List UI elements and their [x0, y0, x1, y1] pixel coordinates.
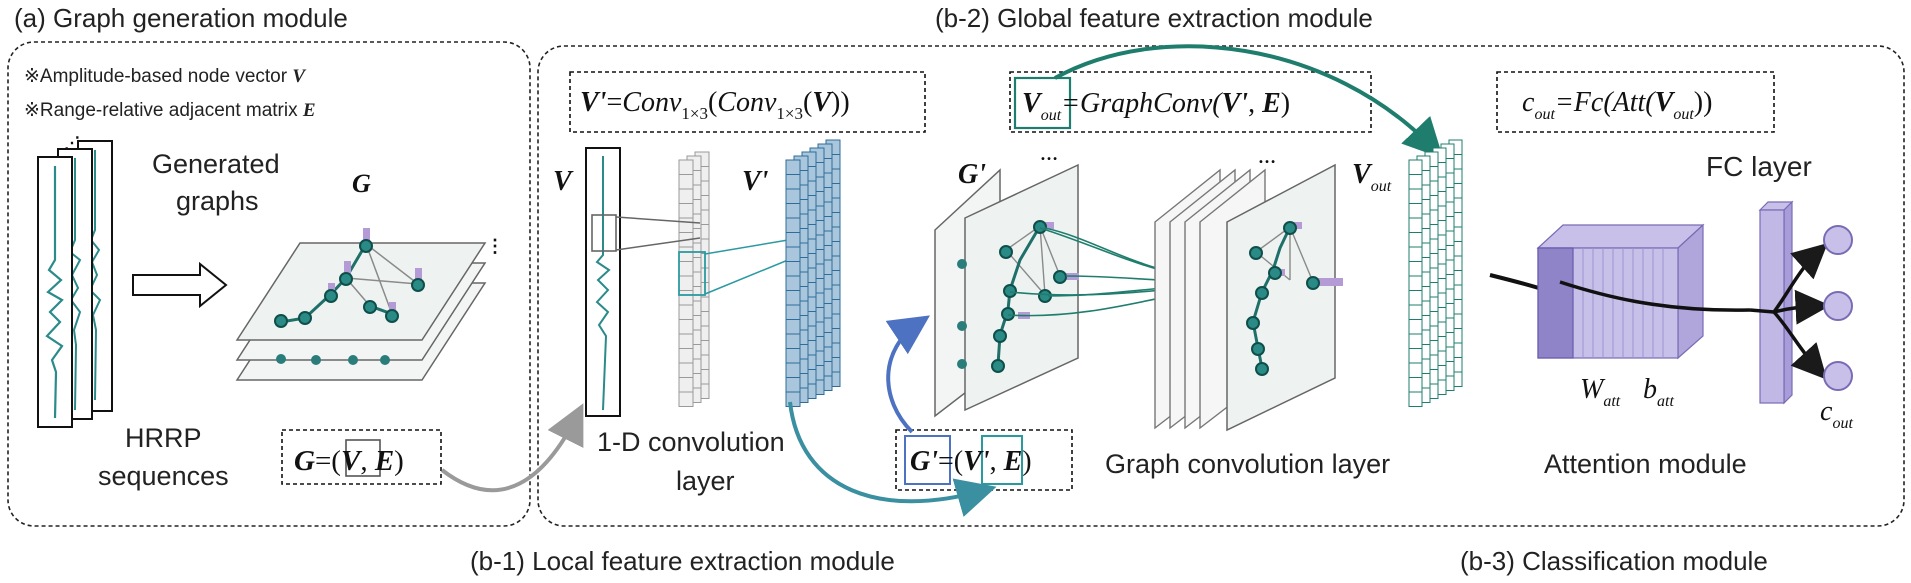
attention-module-label: Attention module [1544, 449, 1747, 479]
vout-label: Vout [1352, 159, 1392, 195]
vout-arrow [1054, 44, 1444, 159]
graph-gprime-label: G' [958, 159, 986, 190]
fc-layer-label: FC layer [1706, 151, 1812, 182]
graph-formula-box [281, 429, 442, 485]
graphconv-formula: Vout=GraphConv(V', E) [1022, 88, 1290, 124]
gprime-arrow [885, 315, 930, 434]
conv-formula: V'=Conv1×3(Conv1×3(V)) [580, 87, 850, 123]
graph-formula: G=(V, E) [294, 445, 404, 477]
svg-text:…: … [1258, 147, 1276, 167]
feature-vprime-label: V' [742, 166, 769, 197]
generated-graph-planes: ⋮ [235, 228, 504, 381]
vout-feature-map [1408, 139, 1463, 407]
module-b-frame [537, 45, 1905, 527]
output-neurons [1823, 225, 1853, 391]
conv-output-gray-map [678, 151, 710, 407]
graph-to-node-vector-arrow [440, 403, 584, 493]
section-b1-title: (b-1) Local feature extraction module [470, 546, 895, 576]
graph-conv-output-planes [1154, 163, 1343, 432]
node-vector-v-label: V [553, 166, 574, 197]
module-a-frame [7, 41, 531, 527]
conv-layer-line1: 1-D convolution [597, 427, 785, 457]
attention-bias-label: batt [1643, 374, 1674, 410]
graph-conv-layer-label: Graph convolution layer [1105, 449, 1390, 479]
gprime-formula: G'=(V', E) [910, 446, 1032, 477]
section-b2-title: (b-2) Global feature extraction module [935, 3, 1373, 33]
conv-kernel-window-2 [678, 251, 706, 296]
conv-kernel-window [591, 214, 617, 252]
conv-layer-line2: layer [676, 466, 735, 496]
section-a-title: (a) Graph generation module [14, 3, 348, 33]
attention-module-block [1536, 223, 1751, 360]
conv-formula-box [569, 71, 926, 133]
generated-graphs-line2: graphs [176, 186, 259, 216]
hrrp-label-line1: HRRP [125, 423, 202, 453]
generated-graphs-line1: Generated [152, 149, 280, 179]
hrrp-label-line2: sequences [98, 461, 229, 491]
graph-symbol-g: G [352, 169, 371, 198]
hrrp-sequences-stack: ⋰ [37, 135, 113, 428]
classifier-formula: cout=Fc(Att(Vout)) [1522, 87, 1712, 123]
svg-text:…: … [1040, 144, 1058, 164]
node-vector-note: ※Amplitude-based node vector V [24, 66, 306, 87]
svg-text:⋰: ⋰ [64, 135, 80, 152]
generate-arrow [132, 261, 228, 309]
gprime-graph-planes [934, 163, 1079, 418]
output-cout-label: cout [1820, 396, 1853, 432]
conv-output-vprime-map [785, 139, 841, 407]
svg-text:⋮: ⋮ [486, 236, 504, 256]
vprime-to-formula-arrow [788, 401, 997, 517]
fc-layer-bar [1758, 200, 1794, 405]
adjacent-matrix-note: ※Range-relative adjacent matrix E [24, 100, 316, 121]
attention-weight-label: Watt [1580, 374, 1621, 410]
section-b3-title: (b-3) Classification module [1460, 546, 1768, 576]
fc-output-arrows [1772, 242, 1831, 380]
classifier-formula-box [1496, 71, 1775, 133]
